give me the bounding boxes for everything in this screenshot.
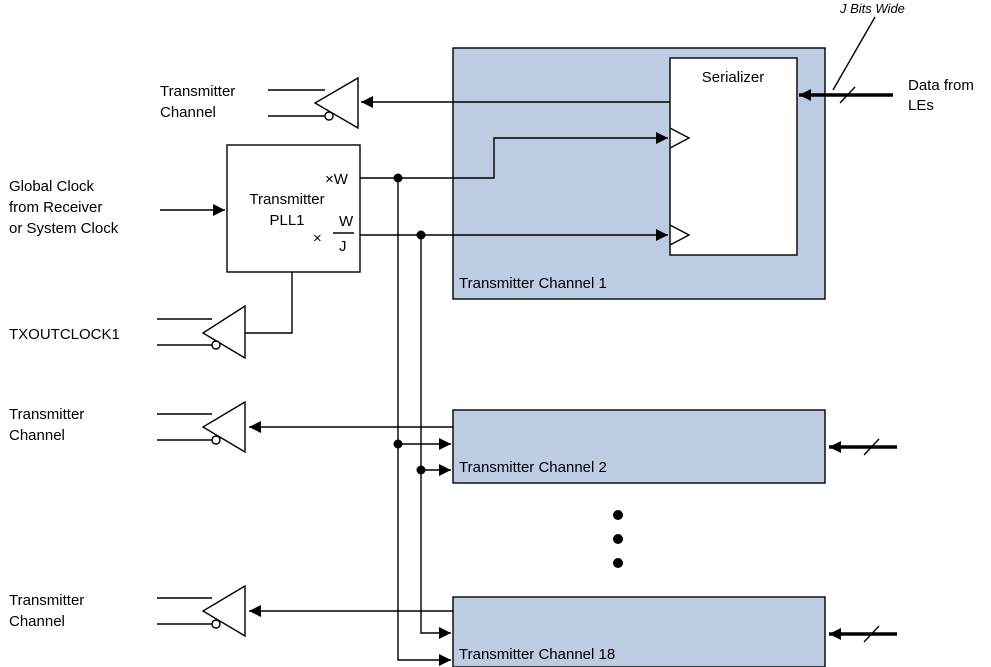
transmitter-channel-2-out-label-line1: Transmitter bbox=[9, 406, 84, 423]
transmitter-channel-18-label: Transmitter Channel 18 bbox=[459, 646, 615, 663]
pll-label-line2: PLL1 bbox=[269, 212, 304, 229]
xw-clock-to-channel-18 bbox=[397, 178, 451, 666]
serializer-box bbox=[669, 57, 798, 256]
serializer-clock-input-2 bbox=[669, 224, 691, 246]
bus-width-slash-channel-1 bbox=[839, 86, 856, 104]
global-clock-label-line2: from Receiver bbox=[9, 199, 102, 216]
transmitter-channel-18-box bbox=[452, 596, 826, 667]
transmitter-channel-2-out-label-line2: Channel bbox=[9, 427, 65, 444]
serializer-label: Serializer bbox=[702, 69, 765, 86]
pll-fraction-denominator: J bbox=[339, 238, 347, 255]
pll-multiply-w-label: ×W bbox=[325, 171, 349, 188]
ellipsis-dot-1 bbox=[613, 510, 623, 520]
transmitter-channel-top-label-line2: Channel bbox=[160, 104, 216, 121]
pll-label-line1: Transmitter bbox=[249, 191, 324, 208]
txoutclock-label: TXOUTCLOCK1 bbox=[9, 326, 120, 343]
transmitter-channel-2-box bbox=[452, 409, 826, 484]
bus-width-slash-channel-2 bbox=[863, 438, 880, 456]
transmitter-channel-1-label: Transmitter Channel 1 bbox=[459, 275, 607, 292]
pll-fraction-numerator: W bbox=[339, 213, 354, 230]
transmitter-pll-box bbox=[226, 144, 361, 273]
global-clock-label-line3: or System Clock bbox=[9, 220, 119, 237]
txoutclock-invert-bubble bbox=[211, 340, 221, 350]
data-from-les-label-line1: Data from bbox=[908, 77, 974, 94]
transmitter-channel-18-out-label-line1: Transmitter bbox=[9, 592, 84, 609]
data-from-les-label-line2: LEs bbox=[908, 97, 934, 114]
transmitter-channel-top-label-line1: Transmitter bbox=[160, 83, 235, 100]
transmitter-channel-buffer-18 bbox=[201, 584, 246, 638]
j-bits-wide-pointer bbox=[832, 16, 876, 91]
ellipsis-dot-2 bbox=[613, 534, 623, 544]
pll-multiply-sign: × bbox=[313, 230, 322, 247]
buffer-2-invert-bubble bbox=[211, 435, 221, 445]
transmitter-channel-2-label: Transmitter Channel 2 bbox=[459, 459, 607, 476]
buffer-18-invert-bubble bbox=[211, 619, 221, 629]
xw-clock-to-serializer bbox=[360, 132, 668, 179]
txoutclock-buffer bbox=[201, 304, 246, 360]
transmitter-channel-18-out-label-line2: Channel bbox=[9, 613, 65, 630]
ellipsis-dot-3 bbox=[613, 558, 623, 568]
pll-to-txoutclock-line bbox=[245, 272, 293, 334]
bus-width-slash-channel-18 bbox=[863, 625, 880, 643]
buffer-top-invert-bubble bbox=[324, 111, 334, 121]
global-clock-label-line1: Global Clock bbox=[9, 178, 95, 195]
transmitter-channel-buffer-top bbox=[313, 76, 359, 130]
serializer-clock-input-1 bbox=[669, 127, 691, 149]
transmitter-channel-buffer-2 bbox=[201, 400, 246, 454]
wj-clock-to-channel-18 bbox=[420, 235, 451, 639]
j-bits-wide-label: J Bits Wide bbox=[839, 1, 905, 16]
